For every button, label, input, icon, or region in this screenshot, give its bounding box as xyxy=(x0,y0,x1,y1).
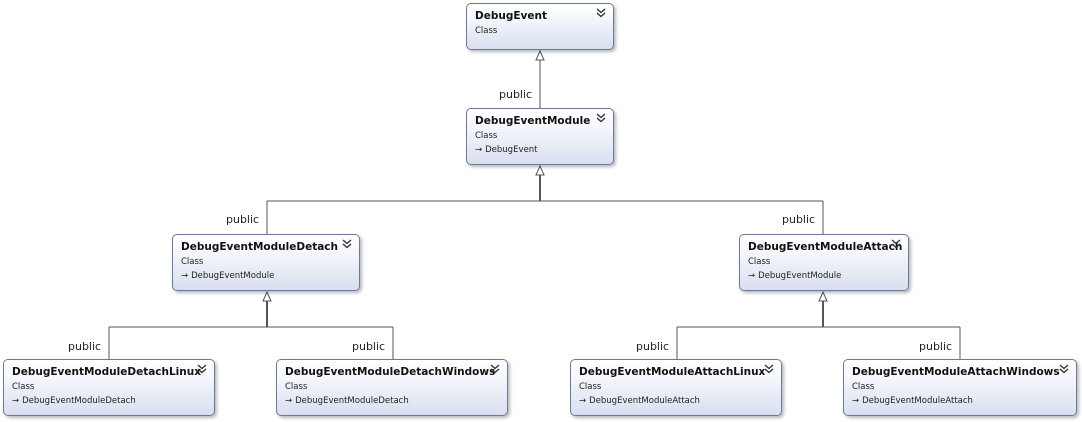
base-class-reference: →DebugEventModuleAttach xyxy=(852,395,1068,407)
inheritance-label: public xyxy=(636,340,670,353)
double-chevron-down-icon[interactable] xyxy=(596,8,606,18)
class-name: DebugEvent xyxy=(475,10,547,22)
inheritance-arrow-icon xyxy=(535,49,545,61)
class-name: DebugEventModuleAttach xyxy=(748,241,903,253)
right-arrow-icon: → xyxy=(12,396,20,406)
base-class-reference: →DebugEventModule xyxy=(181,270,351,282)
base-class-name: DebugEventModuleAttach xyxy=(589,396,700,406)
base-class-name: DebugEventModuleDetach xyxy=(295,396,409,406)
right-arrow-icon: → xyxy=(285,396,293,406)
class-shape-debug-event-module-attach[interactable]: DebugEventModuleAttach Class →DebugEvent… xyxy=(739,234,909,291)
class-shape-debug-event-module-detach-linux[interactable]: DebugEventModuleDetachLinux Class →Debug… xyxy=(3,359,215,416)
class-stereotype: Class xyxy=(475,26,498,36)
double-chevron-down-icon[interactable] xyxy=(596,113,606,123)
double-chevron-down-icon[interactable] xyxy=(764,364,774,374)
class-stereotype: Class xyxy=(852,382,875,392)
class-shape-debug-event-module-attach-windows[interactable]: DebugEventModuleAttachWindows Class →Deb… xyxy=(843,359,1077,416)
class-shape-debug-event-module-detach[interactable]: DebugEventModuleDetach Class →DebugEvent… xyxy=(172,234,360,291)
double-chevron-down-icon[interactable] xyxy=(342,239,352,249)
base-class-name: DebugEvent xyxy=(485,145,538,155)
class-shape-debug-event-module[interactable]: DebugEventModule Class →DebugEvent xyxy=(466,108,614,165)
class-stereotype: Class xyxy=(579,382,602,392)
inheritance-arrow-icon xyxy=(535,164,545,176)
class-name: DebugEventModuleDetach xyxy=(181,241,338,253)
right-arrow-icon: → xyxy=(852,396,860,406)
inheritance-arrow-icon xyxy=(818,290,828,302)
base-class-reference: →DebugEventModule xyxy=(748,270,900,282)
right-arrow-icon: → xyxy=(181,271,189,281)
base-class-reference: →DebugEventModuleAttach xyxy=(579,395,773,407)
inheritance-arrow-icon xyxy=(262,290,272,302)
double-chevron-down-icon[interactable] xyxy=(891,239,901,249)
class-stereotype: Class xyxy=(475,131,498,141)
class-stereotype: Class xyxy=(12,382,35,392)
class-stereotype: Class xyxy=(285,382,308,392)
right-arrow-icon: → xyxy=(748,271,756,281)
right-arrow-icon: → xyxy=(579,396,587,406)
class-name: DebugEventModuleDetachLinux xyxy=(12,366,202,378)
base-class-reference: →DebugEventModuleDetach xyxy=(285,395,499,407)
base-class-name: DebugEventModuleDetach xyxy=(22,396,136,406)
inheritance-label: public xyxy=(782,213,816,226)
inheritance-label: public xyxy=(499,88,533,101)
double-chevron-down-icon[interactable] xyxy=(490,364,500,374)
base-class-name: DebugEventModule xyxy=(758,271,842,281)
right-arrow-icon: → xyxy=(475,145,483,155)
base-class-reference: →DebugEventModuleDetach xyxy=(12,395,206,407)
class-shape-debug-event-module-detach-windows[interactable]: DebugEventModuleDetachWindows Class →Deb… xyxy=(276,359,508,416)
class-name: DebugEventModule xyxy=(475,115,591,127)
class-stereotype: Class xyxy=(748,257,771,267)
class-name: DebugEventModuleAttachLinux xyxy=(579,366,766,378)
inheritance-label: public xyxy=(68,340,102,353)
base-class-reference: →DebugEvent xyxy=(475,144,605,156)
base-class-name: DebugEventModule xyxy=(191,271,275,281)
double-chevron-down-icon[interactable] xyxy=(197,364,207,374)
class-stereotype: Class xyxy=(181,257,204,267)
class-name: DebugEventModuleDetachWindows xyxy=(285,366,496,378)
inheritance-label: public xyxy=(919,340,953,353)
base-class-name: DebugEventModuleAttach xyxy=(862,396,973,406)
class-name: DebugEventModuleAttachWindows xyxy=(852,366,1060,378)
class-shape-debug-event[interactable]: DebugEvent Class xyxy=(466,3,614,50)
double-chevron-down-icon[interactable] xyxy=(1059,364,1069,374)
inheritance-label: public xyxy=(226,213,260,226)
inheritance-label: public xyxy=(352,340,386,353)
class-shape-debug-event-module-attach-linux[interactable]: DebugEventModuleAttachLinux Class →Debug… xyxy=(570,359,782,416)
